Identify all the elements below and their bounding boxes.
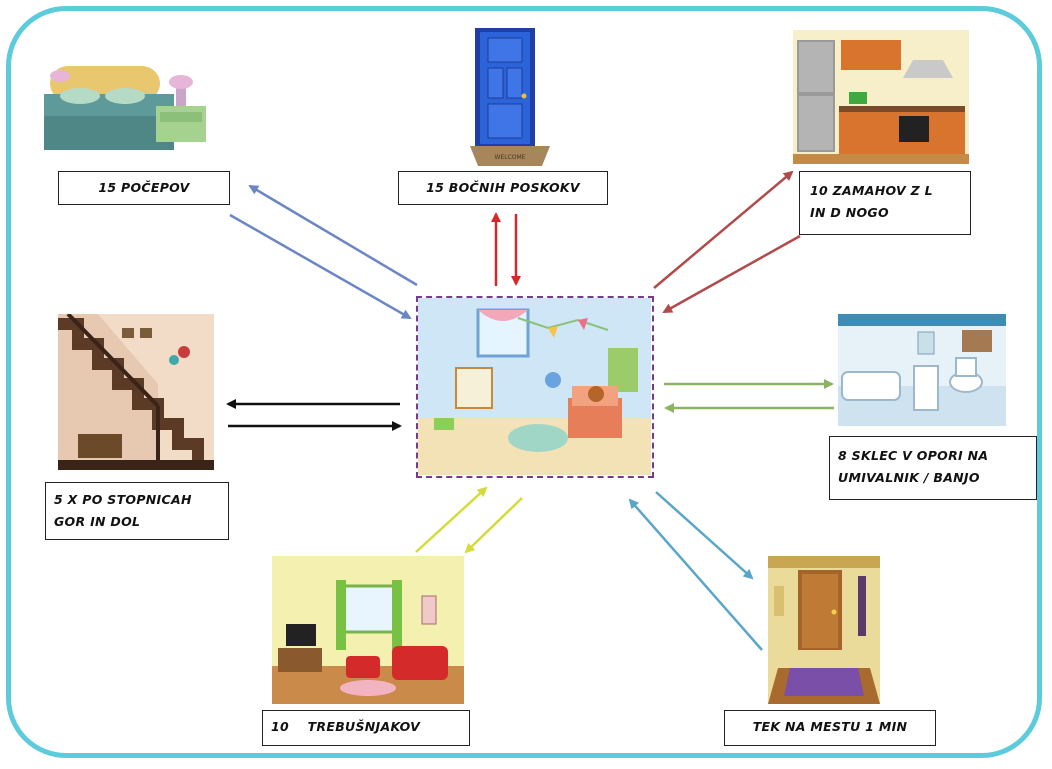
livingroom-illustration	[272, 556, 464, 704]
arrow-to-hallway	[655, 491, 754, 580]
bedroom-exercise-label: 15 POČEPOV	[58, 171, 230, 205]
arrow-to-kitchen	[653, 170, 794, 289]
kitchen-exercise-label: 10 ZAMAHOV Z L IN D NOGO	[799, 171, 971, 235]
bathroom-exercise-label: 8 SKLEC V OPORI NA UMIVALNIK / BANJO	[829, 436, 1037, 500]
hallway-illustration	[768, 556, 880, 704]
door-exercise-label: 15 BOČNIH POSKOKV	[398, 171, 608, 205]
bathroom-illustration	[838, 314, 1006, 426]
livingroom-exercise-label: 10 TREBUŠNJAKOV	[262, 710, 470, 746]
welcome-mat-text: WELCOME	[495, 154, 526, 161]
arrow-from-hallway	[628, 498, 763, 651]
arrow-from-bedroom	[229, 213, 412, 320]
hallway-exercise-label: TEK NA MESTU 1 MIN	[724, 710, 936, 746]
bedroom-illustration	[40, 46, 220, 164]
staircase-illustration	[58, 314, 214, 470]
door-illustration: WELCOME	[470, 28, 550, 168]
arrow-from-kitchen	[662, 234, 801, 314]
staircase-exercise-label: 5 X PO STOPNICAH GOR IN DOL	[45, 482, 229, 540]
center-kids-room-illustration	[416, 296, 654, 478]
arrow-to-livingroom	[464, 497, 523, 554]
arrow-from-livingroom	[415, 486, 488, 553]
kitchen-illustration	[793, 30, 969, 164]
arrow-to-bedroom	[248, 184, 418, 287]
rounded-frame	[6, 6, 1042, 758]
